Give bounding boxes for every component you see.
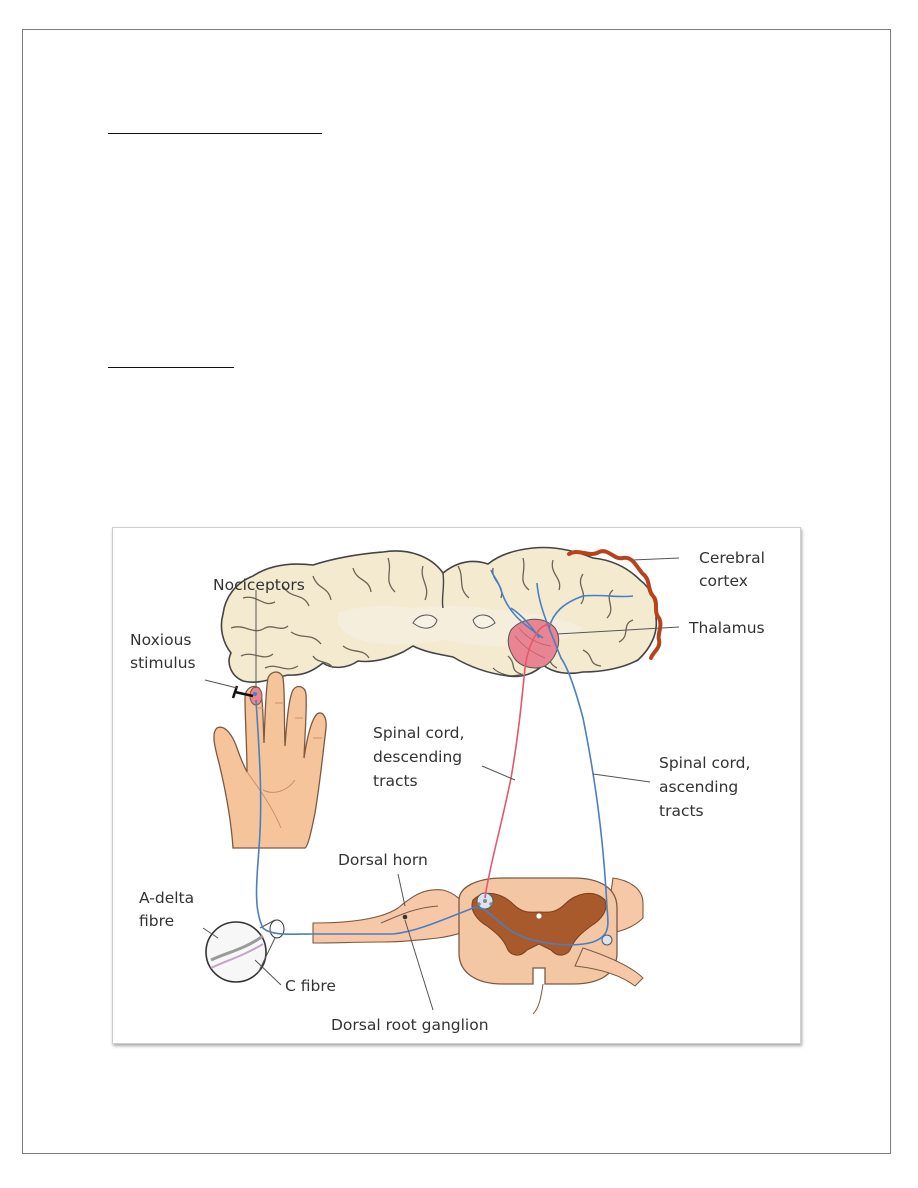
label-descending-tracts-line1: Spinal cord, xyxy=(373,724,464,742)
label-nociceptors: Nociceptors xyxy=(213,576,305,594)
thalamus-shape xyxy=(507,618,560,669)
label-thalamus: Thalamus xyxy=(688,619,765,637)
label-ascending-tracts-line1: Spinal cord, xyxy=(659,754,750,772)
magnifier-circle xyxy=(205,921,267,983)
label-dorsal-horn: Dorsal horn xyxy=(338,851,428,869)
label-cerebral-cortex-line1: Cerebral xyxy=(699,549,765,567)
ascending-pathway xyxy=(255,627,609,946)
pain-pathway-figure: Nociceptors Noxious stimulus Cerebral co… xyxy=(112,527,801,1044)
label-a-delta-fibre-line1: A-delta xyxy=(139,889,194,907)
label-descending-tracts-line3: tracts xyxy=(373,772,418,790)
brain xyxy=(220,546,663,683)
descending-pathway xyxy=(484,635,536,899)
label-noxious-stimulus-line2: stimulus xyxy=(130,654,196,672)
brain-sulci xyxy=(230,557,634,675)
label-ascending-tracts-line3: tracts xyxy=(659,802,704,820)
heading-underline-1 xyxy=(108,133,322,134)
fibre-magnifier xyxy=(205,919,285,983)
diagram-labels: Nociceptors Noxious stimulus Cerebral co… xyxy=(130,549,765,1034)
label-noxious-stimulus-line1: Noxious xyxy=(130,631,191,649)
pain-pathway-diagram: Nociceptors Noxious stimulus Cerebral co… xyxy=(130,546,765,1034)
label-dorsal-root-ganglion: Dorsal root ganglion xyxy=(331,1016,489,1034)
label-ascending-tracts-line2: ascending xyxy=(659,778,738,796)
page-border xyxy=(22,29,891,1154)
leader-lines xyxy=(202,557,680,1011)
cortex-highlight xyxy=(567,549,663,660)
heading-underline-2 xyxy=(108,367,234,368)
label-cerebral-cortex-line2: cortex xyxy=(699,572,748,590)
hand-outline xyxy=(213,671,327,849)
grey-matter xyxy=(471,892,607,956)
label-c-fibre: C fibre xyxy=(285,977,336,995)
label-descending-tracts-line2: descending xyxy=(373,748,462,766)
label-a-delta-fibre-line2: fibre xyxy=(139,912,174,930)
hand xyxy=(213,671,327,849)
pain-pathway-lines xyxy=(255,569,634,946)
spinal-cord-section xyxy=(312,877,644,1015)
